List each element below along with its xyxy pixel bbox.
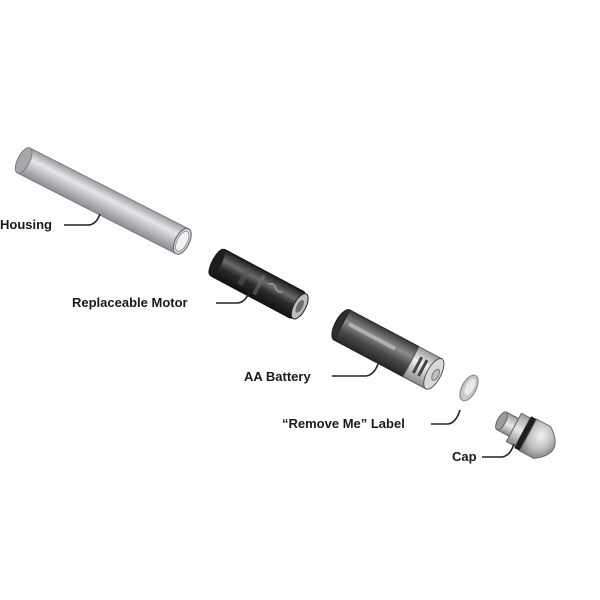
label-motor: Replaceable Motor (72, 295, 188, 310)
leader-battery (332, 363, 379, 377)
callout-cap: Cap (452, 443, 515, 464)
callout-motor: Replaceable Motor (72, 289, 251, 310)
leader-housing (64, 213, 101, 226)
callout-housing: Housing (0, 213, 101, 232)
leader-remove-me (431, 409, 461, 425)
label-housing: Housing (0, 217, 52, 232)
aa-battery-part (331, 309, 445, 390)
label-cap: Cap (452, 449, 477, 464)
replaceable-motor-part (208, 248, 309, 320)
label-battery: AA Battery (244, 369, 311, 384)
leader-cap (482, 443, 515, 458)
callout-remove-label: “Remove Me” Label (282, 409, 461, 431)
callout-battery: AA Battery (244, 363, 379, 384)
cap-part (495, 411, 556, 459)
leader-motor (216, 289, 251, 304)
label-remove-me: “Remove Me” Label (282, 416, 405, 431)
housing-part (14, 147, 192, 255)
remove-me-label-part (459, 374, 479, 402)
